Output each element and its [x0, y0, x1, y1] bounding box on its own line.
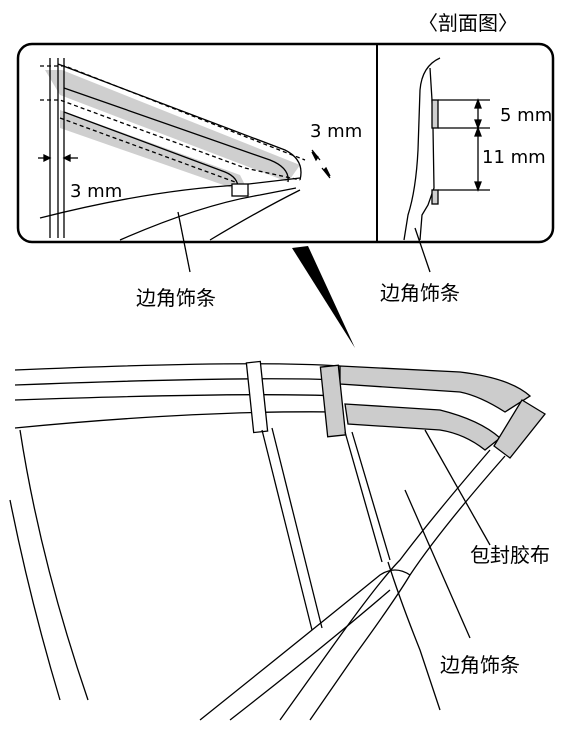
- section-title: 〈剖面图〉: [418, 11, 518, 35]
- inset-section-drawing: [403, 57, 490, 273]
- main-drawing: [9, 360, 546, 721]
- dim-11mm: 11 mm: [482, 147, 546, 168]
- molding-label: 边角饰条: [440, 653, 520, 677]
- callout-pointer: [292, 246, 355, 348]
- dim-3mm-bottom: 3 mm: [70, 181, 122, 202]
- inset-panel: [16, 42, 555, 244]
- dim-3mm-top: 3 mm: [310, 121, 362, 142]
- inset-corner-drawing: [38, 58, 331, 273]
- inset-right-label: 边角饰条: [380, 281, 460, 305]
- inset-left-label: 边角饰条: [136, 286, 216, 310]
- dim-5mm: 5 mm: [500, 105, 552, 126]
- tape-label: 包封胶布: [470, 543, 550, 567]
